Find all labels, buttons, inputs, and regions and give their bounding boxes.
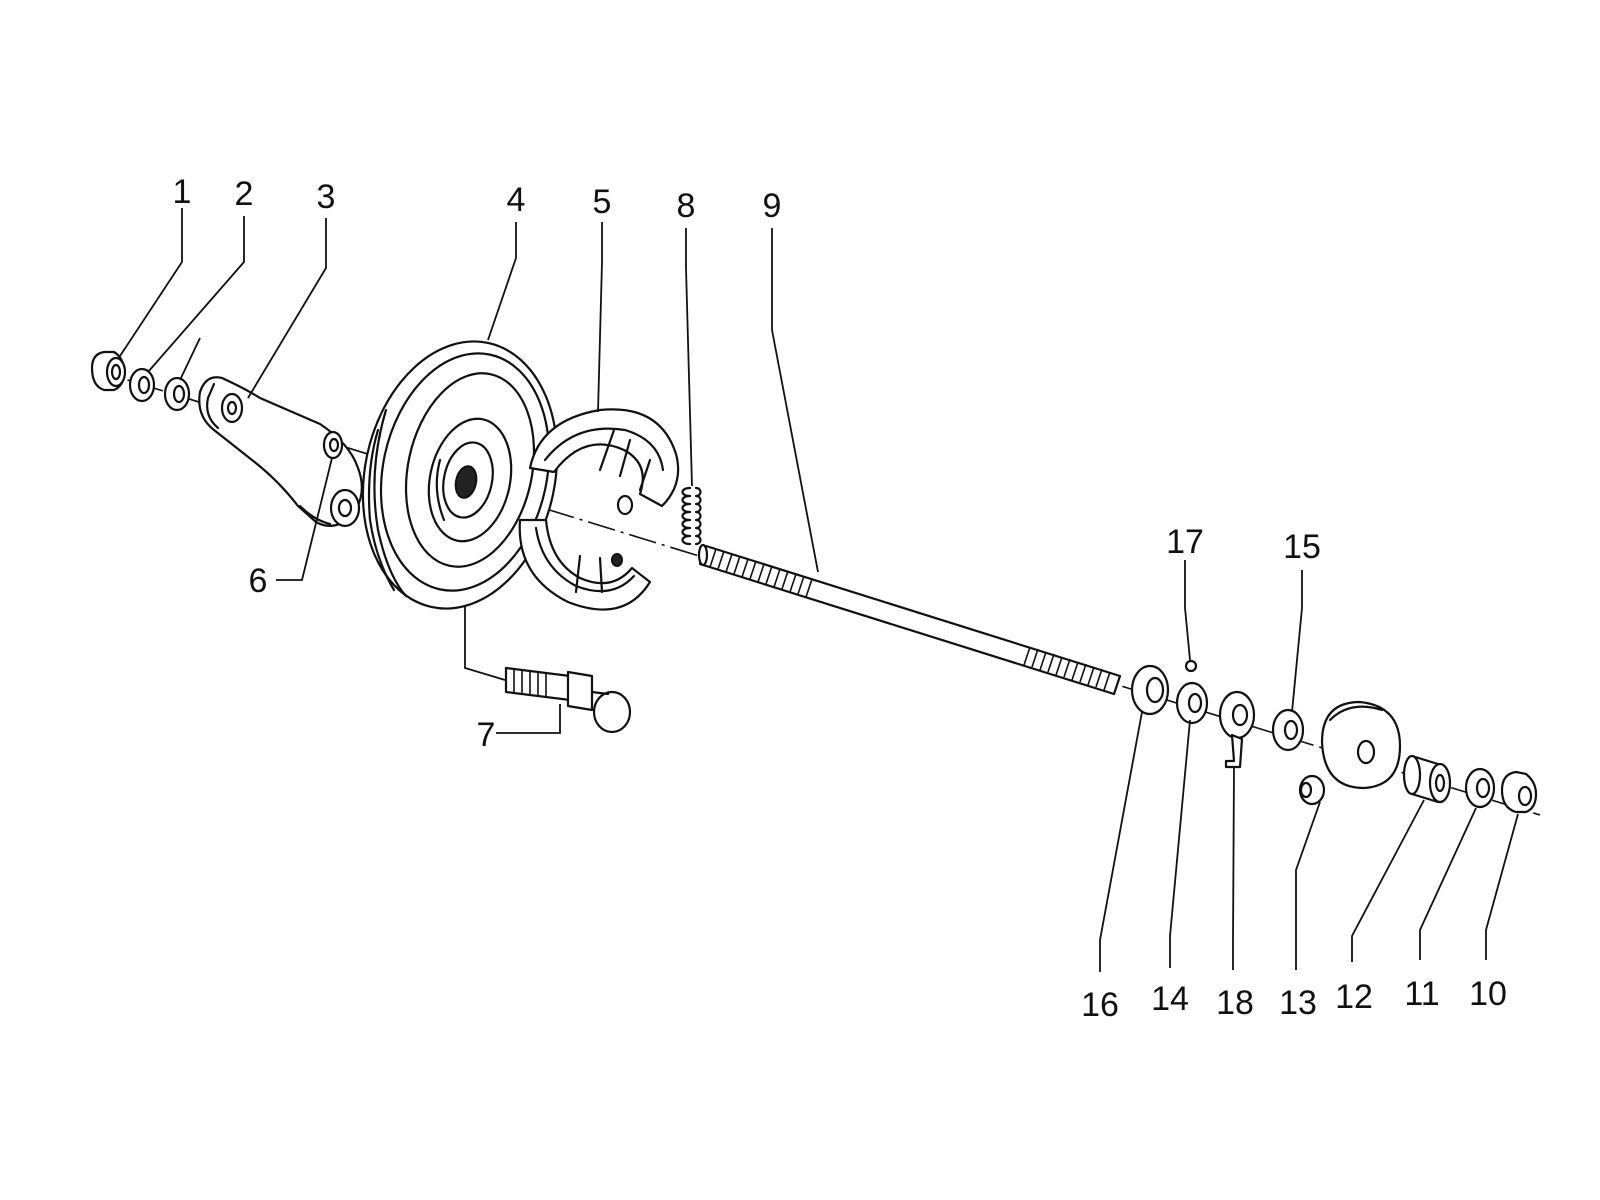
leader-lines bbox=[119, 208, 1519, 972]
part-17-ball bbox=[1184, 659, 1198, 673]
callout-3: 3 bbox=[317, 178, 336, 216]
part-7-adjuster bbox=[504, 666, 632, 734]
callout-7: 7 bbox=[477, 716, 496, 754]
callout-12: 12 bbox=[1335, 978, 1373, 1016]
part-14-cone bbox=[1175, 681, 1209, 725]
part-8-spring bbox=[681, 486, 702, 546]
part-6-washer bbox=[322, 430, 344, 460]
part-4-brake-plate bbox=[361, 340, 559, 610]
callout-2: 2 bbox=[235, 175, 254, 213]
callout-9: 9 bbox=[763, 187, 782, 225]
callout-4: 4 bbox=[507, 181, 526, 219]
part-3-brake-arm bbox=[198, 376, 363, 528]
part-10-nut bbox=[1500, 770, 1538, 814]
callout-11: 11 bbox=[1404, 975, 1439, 1013]
callout-14: 14 bbox=[1151, 980, 1189, 1018]
callout-5: 5 bbox=[593, 183, 612, 221]
callout-15: 15 bbox=[1283, 528, 1321, 566]
callout-17: 17 bbox=[1166, 523, 1204, 561]
part-1-nut bbox=[90, 350, 127, 392]
callout-8: 8 bbox=[677, 187, 696, 225]
callout-10: 10 bbox=[1469, 975, 1507, 1013]
part-2-washers bbox=[128, 367, 191, 412]
callout-16: 16 bbox=[1081, 986, 1119, 1024]
callout-6: 6 bbox=[249, 562, 268, 600]
part-12-bushing bbox=[1402, 754, 1452, 804]
callout-1: 1 bbox=[173, 173, 192, 211]
part-9-axle bbox=[697, 543, 1122, 696]
callout-13: 13 bbox=[1279, 984, 1317, 1022]
part-15-seal bbox=[1271, 708, 1305, 752]
part-5-brake-shoes bbox=[518, 408, 680, 611]
part-18-tab-washer bbox=[1218, 690, 1256, 769]
callout-labels: 1 2 3 4 5 6 7 8 9 10 11 12 13 14 15 16 1… bbox=[173, 173, 1507, 1024]
part-13-cam bbox=[1298, 700, 1402, 806]
part-16-washer bbox=[1130, 664, 1170, 716]
part-11-washer bbox=[1464, 767, 1496, 809]
callout-18: 18 bbox=[1216, 984, 1254, 1022]
